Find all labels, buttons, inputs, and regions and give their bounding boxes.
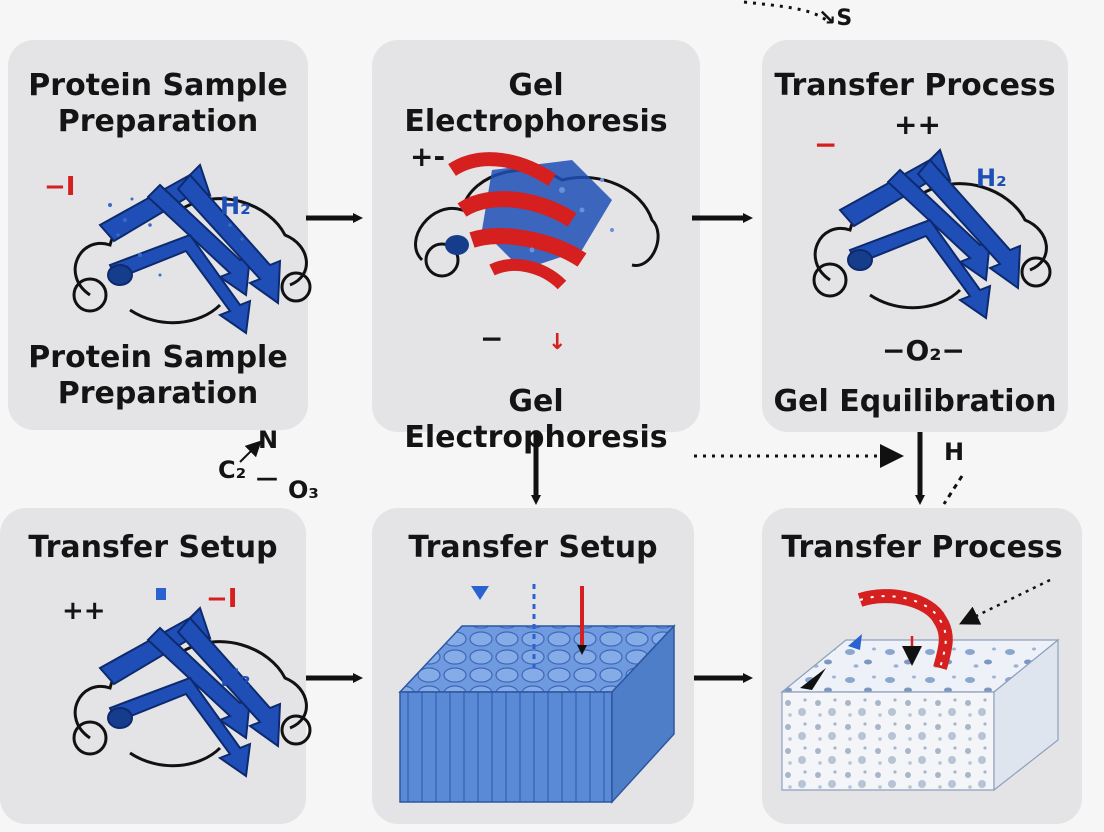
panel-title: Gel Electrophoresis <box>404 68 668 139</box>
charge-label: −I <box>44 172 76 202</box>
panel-title: Transfer Process <box>781 530 1063 565</box>
blue-square-marker <box>156 588 166 600</box>
foam-membrane <box>780 578 1060 792</box>
h2-label: H₂ <box>976 164 1007 192</box>
membrane-block <box>398 584 676 804</box>
h2-label: H₂ <box>220 192 251 220</box>
panel-protein-sample-preparation: Protein Sample Preparation Protein Sampl… <box>8 40 308 430</box>
dashed-line-h <box>942 475 964 505</box>
charge-label: −I <box>206 584 238 614</box>
chem-c-label: C₂ <box>218 456 247 484</box>
o2-label: −O₂− <box>882 334 965 367</box>
plus-label: ++ <box>62 596 106 626</box>
h2-label: H₂ <box>220 664 251 692</box>
protein-illustration-1 <box>72 163 312 335</box>
top-dotted-arrow <box>743 0 827 22</box>
panel-subtitle: Protein Sample Preparation <box>28 340 288 411</box>
minus-label: − <box>480 322 504 355</box>
protein-illustration-4 <box>72 606 312 778</box>
panel-subtitle: Gel Equilibration <box>773 384 1057 419</box>
panel-title: Protein Sample Preparation <box>28 68 288 139</box>
panel-title: Transfer Process <box>774 68 1056 103</box>
chem-o-label: O₃ <box>288 476 319 504</box>
protein-illustration-3 <box>812 148 1052 320</box>
chem-dash-label: — <box>256 466 278 491</box>
top-s-label: ↘S <box>818 6 853 31</box>
protein-illustration-2 <box>414 152 660 290</box>
plus-label: ++ <box>894 108 941 141</box>
panel-title: Transfer Setup <box>28 530 278 565</box>
panel-title: Transfer Setup <box>408 530 658 565</box>
minus-label: − <box>814 128 838 161</box>
charge-label: +- <box>410 140 446 173</box>
red-helix <box>857 589 953 670</box>
red-arrow-label: ↓ <box>548 330 567 355</box>
flow-arrows <box>306 213 925 683</box>
panel-transfer-process-top: Transfer Process Gel Equilibration <box>762 40 1068 432</box>
panel-transfer-setup-left: Transfer Setup <box>0 508 306 824</box>
chem-arrow <box>239 440 262 463</box>
chem-n-label: N <box>258 426 279 454</box>
h-label: H <box>944 438 965 466</box>
